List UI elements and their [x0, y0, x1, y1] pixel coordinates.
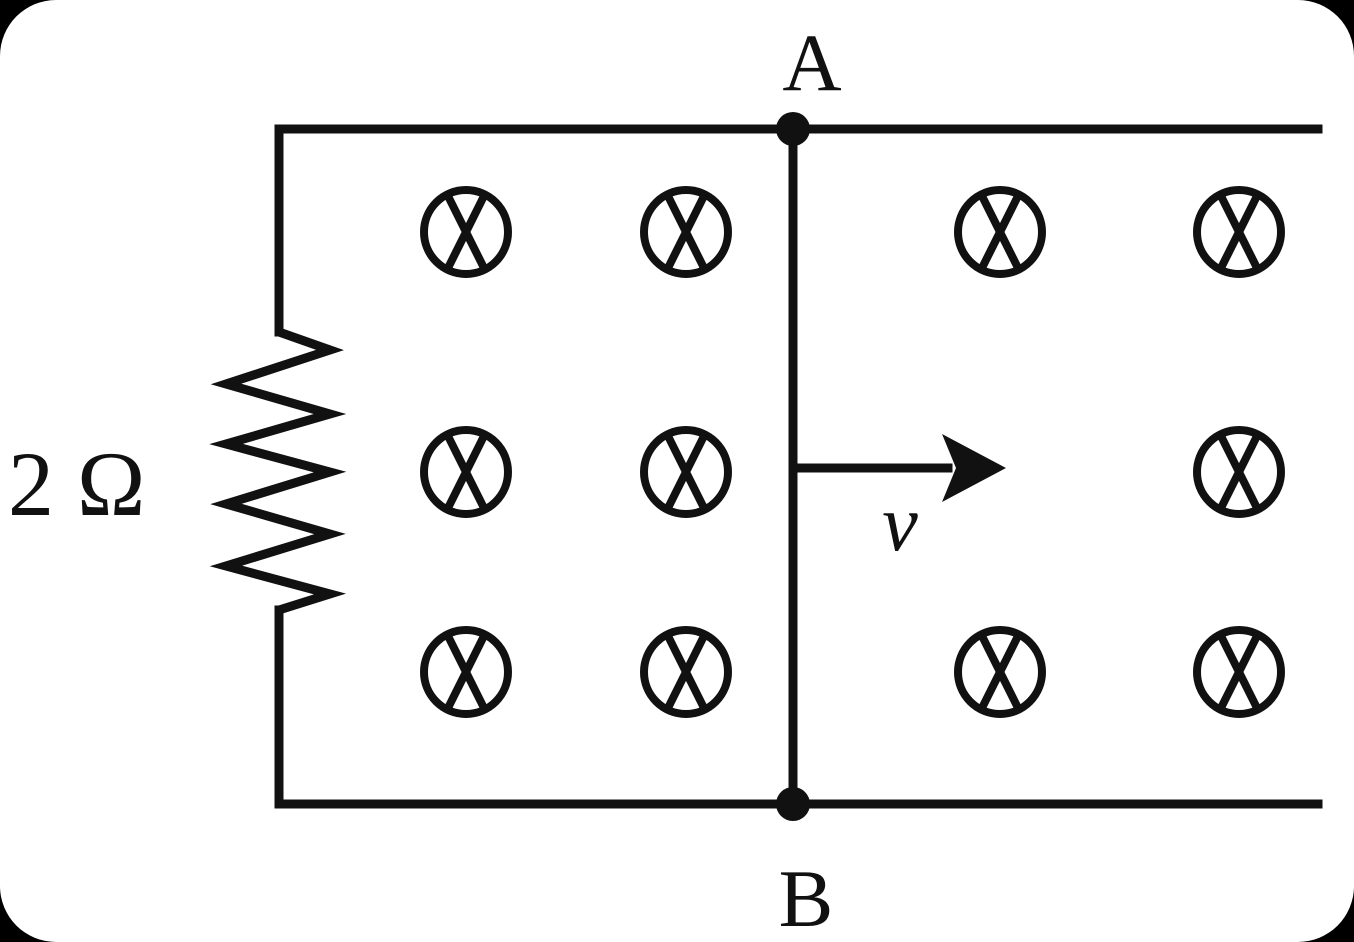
point-a-label: A — [782, 17, 841, 108]
magnetic-field-into-page-icon — [640, 626, 732, 718]
magnetic-field-into-page-icon — [420, 186, 512, 278]
velocity-arrow — [788, 434, 1006, 502]
magnetic-field-into-page-icon — [1193, 186, 1285, 278]
arrow-head-icon — [942, 434, 1006, 502]
node-a — [776, 112, 810, 146]
magnetic-field-into-page-icon — [420, 626, 512, 718]
magnetic-field-into-page-icon — [954, 626, 1046, 718]
velocity-label: v — [882, 480, 918, 568]
magnetic-field-into-page-icon — [1193, 626, 1285, 718]
magnetic-field-into-page-icon — [420, 426, 512, 518]
resistance-label: 2 Ω — [8, 433, 145, 535]
point-b-label: B — [779, 853, 834, 942]
resistor — [209, 327, 347, 615]
magnetic-field-into-page-icon — [640, 426, 732, 518]
magnetic-field-into-page-icon — [954, 186, 1046, 278]
magnetic-field-into-page-icon — [640, 186, 732, 278]
magnetic-field — [420, 186, 1285, 718]
magnetic-field-into-page-icon — [1193, 426, 1285, 518]
node-b — [776, 787, 810, 821]
